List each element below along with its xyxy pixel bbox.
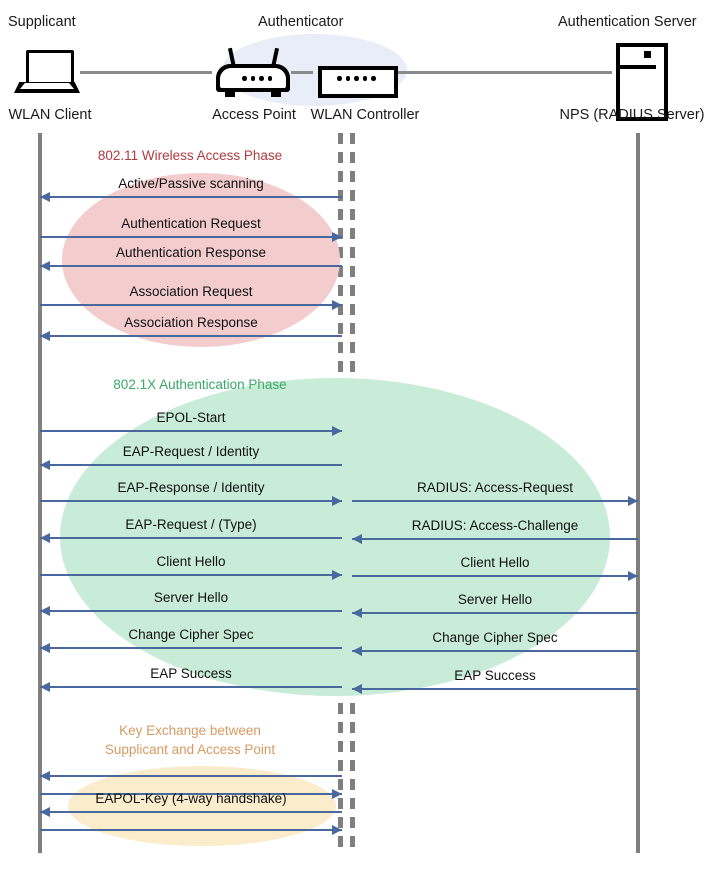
phase-caption-80211: 802.11 Wireless Access Phase xyxy=(97,148,283,163)
message-arrow-line xyxy=(352,575,638,577)
server-icon xyxy=(616,43,668,121)
access-point-icon xyxy=(216,47,290,100)
message-arrow-head-left xyxy=(352,645,362,656)
message-arrow-head-left xyxy=(352,533,362,544)
message-arrow-head-right xyxy=(628,495,638,506)
message-arrow-head-right xyxy=(332,425,342,436)
message-arrow-line xyxy=(40,335,342,337)
message-label: Active/Passive scanning xyxy=(118,176,264,191)
message-label: Change Cipher Spec xyxy=(128,627,254,642)
message-arrow-line xyxy=(352,612,638,614)
message-arrow-head-right xyxy=(332,569,342,580)
message-arrow-head-left xyxy=(40,605,50,616)
access-point-led-dots xyxy=(242,76,272,81)
message-arrow-head-right xyxy=(332,495,342,506)
message-arrow-head-right xyxy=(332,788,342,799)
message-label: EAP-Request / (Type) xyxy=(125,517,257,532)
message-label: Server Hello xyxy=(457,592,533,607)
role-title-authentication-server: Authentication Server xyxy=(558,14,697,30)
message-label: EAP-Request / Identity xyxy=(122,444,260,459)
phase-ellipse-80211 xyxy=(62,173,340,347)
message-arrow-head-left xyxy=(40,642,50,653)
phase-caption-key-exchange: Key Exchange between Supplicant and Acce… xyxy=(40,721,340,759)
message-arrow-line xyxy=(40,793,342,795)
message-label: Server Hello xyxy=(153,590,229,605)
message-arrow-head-left xyxy=(40,806,50,817)
message-arrow-line xyxy=(352,500,638,502)
message-arrow-line xyxy=(40,464,342,466)
message-arrow-head-right xyxy=(332,299,342,310)
message-label: EPOL-Start xyxy=(156,410,226,425)
phase-ellipse-key-exchange xyxy=(68,766,336,846)
message-arrow-head-left xyxy=(352,607,362,618)
role-title-authenticator: Authenticator xyxy=(258,14,344,30)
message-label: EAP Success xyxy=(454,668,536,683)
message-arrow-line xyxy=(40,196,342,198)
message-arrow-head-right xyxy=(332,824,342,835)
message-arrow-line xyxy=(40,500,342,502)
message-arrow-line xyxy=(40,647,342,649)
message-arrow-line xyxy=(40,430,342,432)
message-label: Change Cipher Spec xyxy=(432,630,558,645)
message-arrow-line xyxy=(40,236,342,238)
message-label: EAP Success xyxy=(150,666,232,681)
message-arrow-head-left xyxy=(40,532,50,543)
message-arrow-line xyxy=(40,811,342,813)
wire-client-to-ap xyxy=(80,71,212,74)
message-label: Client Hello xyxy=(460,555,530,570)
message-arrow-head-left xyxy=(40,770,50,781)
lifeline-supplicant xyxy=(38,133,42,853)
node-label-access-point: Access Point xyxy=(212,107,296,123)
message-arrow-line xyxy=(40,265,342,267)
message-arrow-line xyxy=(352,688,638,690)
phase-caption-key-exchange-line2: Supplicant and Access Point xyxy=(104,742,276,757)
wire-controller-to-server xyxy=(395,71,612,74)
message-arrow-line xyxy=(352,538,638,540)
role-title-supplicant: Supplicant xyxy=(8,14,76,30)
node-label-nps-radius-server: NPS (RADIUS Server) xyxy=(559,107,705,123)
message-label: Association Response xyxy=(124,315,258,330)
message-label: EAP-Response / Identity xyxy=(117,480,265,495)
message-arrow-head-left xyxy=(40,459,50,470)
node-label-wlan-controller: WLAN Controller xyxy=(310,107,420,123)
wlan-controller-icon xyxy=(318,50,398,98)
message-arrow-head-left xyxy=(352,683,362,694)
lifeline-authentication-server xyxy=(636,133,640,853)
phase-caption-key-exchange-line1: Key Exchange between xyxy=(119,723,261,738)
wlan-controller-led-dots xyxy=(337,76,376,81)
message-label: Authentication Request xyxy=(121,216,261,231)
message-arrow-line xyxy=(40,829,342,831)
message-label: Association Request xyxy=(129,284,253,299)
message-label: RADIUS: Access-Challenge xyxy=(411,518,579,533)
message-arrow-line xyxy=(352,650,638,652)
message-arrow-head-right xyxy=(332,231,342,242)
message-label: RADIUS: Access-Request xyxy=(416,480,574,495)
laptop-icon xyxy=(14,50,80,94)
node-label-wlan-client: WLAN Client xyxy=(8,107,92,123)
message-label: Authentication Response xyxy=(115,245,267,260)
message-arrow-line xyxy=(40,610,342,612)
message-arrow-head-left xyxy=(40,191,50,202)
message-arrow-head-left xyxy=(40,330,50,341)
message-arrow-head-left xyxy=(40,260,50,271)
message-arrow-head-left xyxy=(40,681,50,692)
message-arrow-line xyxy=(40,574,342,576)
message-arrow-line xyxy=(40,304,342,306)
message-arrow-head-right xyxy=(628,570,638,581)
server-led-icon xyxy=(644,51,651,58)
wire-ap-to-controller xyxy=(291,71,313,74)
message-arrow-line xyxy=(40,686,342,688)
message-label: Client Hello xyxy=(156,554,226,569)
phase-caption-8021x: 802.1X Authentication Phase xyxy=(113,377,287,392)
message-label: EAPOL-Key (4-way handshake) xyxy=(95,791,287,806)
message-arrow-line xyxy=(40,537,342,539)
message-arrow-line xyxy=(40,775,342,777)
